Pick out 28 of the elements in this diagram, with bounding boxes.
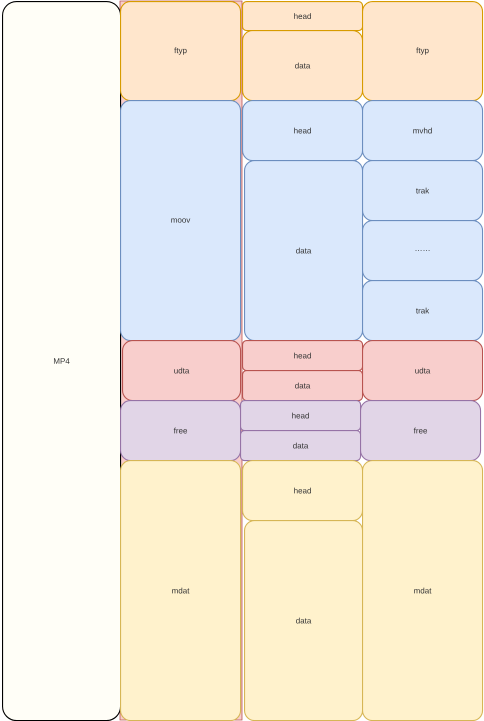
box: free (360, 400, 482, 462)
box: mvhd (362, 100, 484, 162)
box: ftyp (120, 1, 242, 102)
box: head (242, 100, 364, 162)
node-label: mvhd (413, 128, 432, 134)
box: head (242, 1, 364, 32)
box: moov (120, 100, 242, 342)
box: ftyp (362, 1, 484, 102)
box: udta (122, 340, 242, 402)
box: mdat (362, 460, 484, 721)
box: mdat (120, 460, 242, 721)
box: data (240, 430, 362, 462)
box: udta (362, 340, 484, 402)
box: MP4 (2, 1, 122, 721)
box: head (240, 400, 362, 432)
box: data (244, 160, 364, 342)
node-label: …… (416, 250, 430, 251)
box: …… (362, 220, 484, 282)
box: data (242, 30, 364, 102)
box: trak (362, 280, 484, 342)
box: free (120, 400, 242, 462)
box: data (244, 520, 364, 721)
box: head (242, 460, 364, 522)
node-label: data (296, 618, 312, 624)
box: head (242, 340, 364, 372)
box: trak (362, 160, 484, 222)
box: data (242, 370, 364, 402)
node-label: trak (416, 188, 430, 194)
